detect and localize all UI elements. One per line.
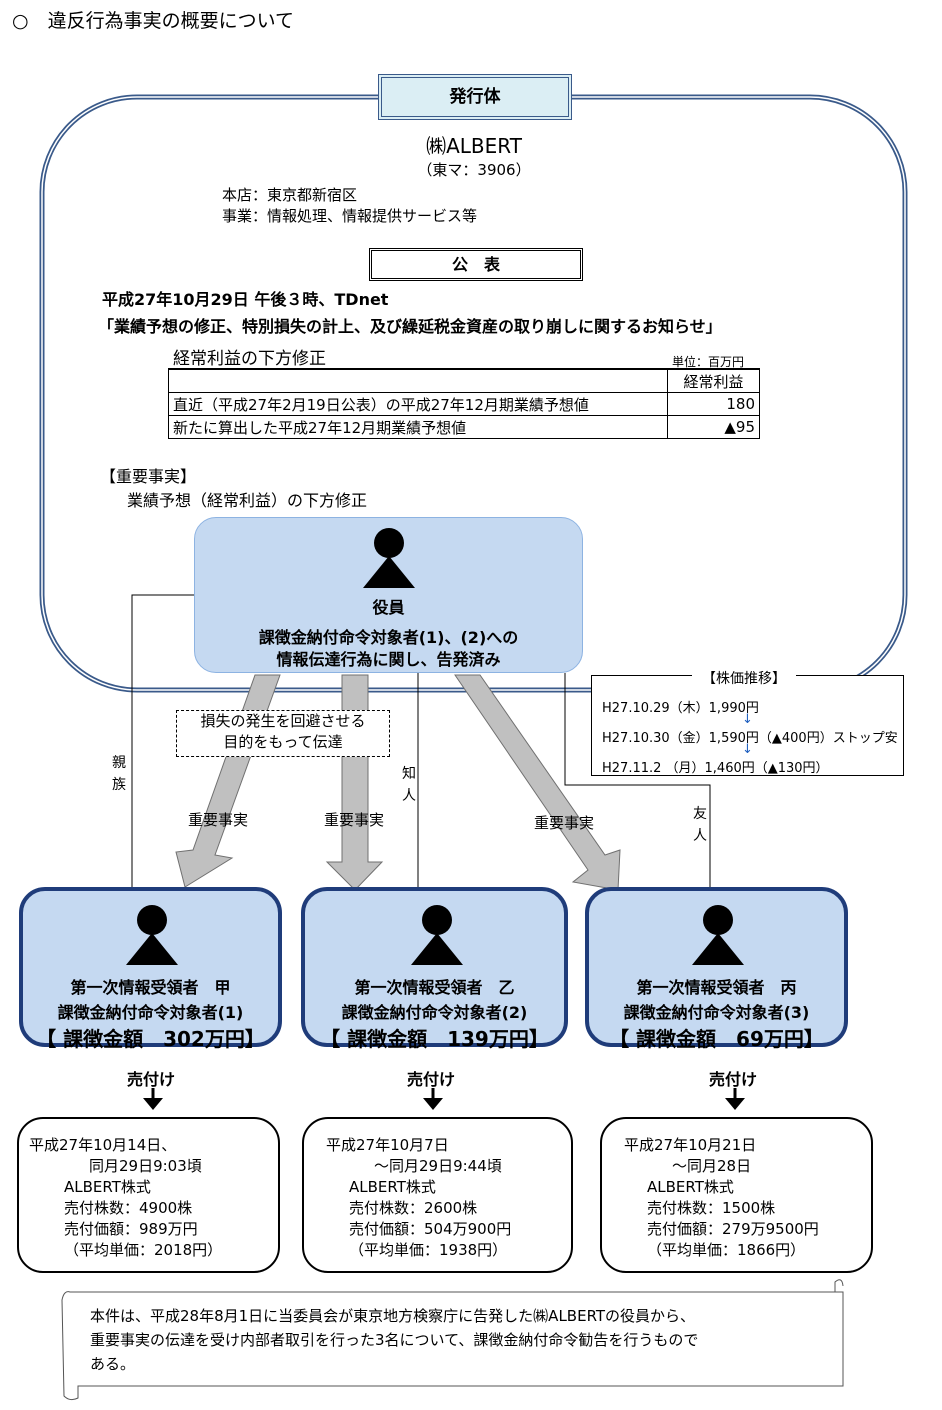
sale-date: 平成27年10月14日、 (29, 1136, 177, 1154)
officer-box: 役員 課徴金納付命令対象者(1)、(2)への 情報伝達行為に関し、告発済み (194, 517, 583, 673)
sale-avg-price: （平均単価：2018円） (64, 1241, 223, 1259)
sale-stock: ALBERT株式 (647, 1178, 734, 1196)
sale-amount: 売付価額：989万円 (64, 1220, 198, 1238)
sale-amount: 売付価額：504万900円 (349, 1220, 512, 1238)
important-fact-heading: 【重要事実】 (100, 467, 197, 486)
sale-shares: 売付株数：1500株 (647, 1199, 776, 1217)
row-value: 180 (667, 392, 760, 416)
row-label: 新たに算出した平成27年12月期業績予想値 (168, 415, 668, 439)
purpose-line-1: 損失の発生を回避させる (200, 712, 366, 730)
column-header: 経常利益 (667, 368, 760, 393)
announcement-datetime: 平成27年10月29日 午後３時、TDnet (102, 290, 389, 309)
sale-shares: 売付株数：4900株 (64, 1199, 193, 1217)
receiver-otsu: 第一次情報受領者 乙 課徴金納付命令対象者(2) 【 課徴金額 139万円】 (301, 887, 568, 1051)
table-row: 新たに算出した平成27年12月期業績予想値▲95 (168, 415, 760, 439)
table-title: 経常利益の下方修正 (173, 349, 326, 369)
arrow-to-hei (454, 674, 621, 891)
person-icon (363, 528, 415, 588)
friend-label: 友人 (693, 806, 707, 844)
sale-box-ko: 平成27年10月14日、 同月29日9:03頃 ALBERT株式 売付株数：49… (17, 1117, 280, 1273)
sale-stock: ALBERT株式 (64, 1178, 151, 1196)
person-icon (692, 905, 744, 965)
fact-label-otsu: 重要事実 (324, 811, 385, 829)
issuer-label: 発行体 (378, 74, 572, 120)
price-row: H27.11.2 （月）1,460円（▲130円） (602, 761, 829, 776)
stock-price-heading: 【株価推移】 (692, 668, 796, 688)
note-scroll (61, 1279, 844, 1401)
person-icon (126, 905, 178, 965)
sale-date-end: 同月29日9:03頃 (59, 1157, 202, 1175)
stock-code: （東マ：3906） (417, 161, 531, 179)
receiver-hei: 第一次情報受領者 丙 課徴金納付命令対象者(3) 【 課徴金額 69万円】 (585, 887, 848, 1051)
sale-avg-price: （平均単価：1938円） (349, 1241, 508, 1259)
sale-date-end: ～同月28日 (642, 1157, 752, 1175)
down-arrow-icon: ↓ (742, 712, 753, 727)
receiver-title: 第一次情報受領者 丙 (636, 978, 797, 997)
announcement-label: 公 表 (369, 248, 583, 281)
note-line: ある。 (90, 1355, 136, 1373)
purpose-line-2: 目的をもって伝達 (223, 733, 343, 751)
note-line: 本件は、平成28年8月1日に当委員会が東京地方検察庁に告発した㈱ALBERTの役… (90, 1307, 696, 1325)
note-line: 重要事実の伝達を受け内部者取引を行った3名について、課徴金納付命令勧告を行うもの… (90, 1331, 699, 1349)
receiver-target: 課徴金納付命令対象者(1) (57, 1003, 244, 1022)
stock-price-box: 【株価推移】 H27.10.29（木）1,990円 ↓ H27.10.30（金）… (591, 668, 904, 776)
price-row: H27.10.30（金）1,590円（▲400円）ストップ安 (602, 731, 898, 746)
officer-desc-2: 情報伝達行為に関し、告発済み (276, 650, 501, 669)
row-value: ▲95 (667, 415, 760, 439)
relative-label: 親族 (112, 755, 126, 793)
sale-box-hei: 平成27年10月21日 ～同月28日 ALBERT株式 売付株数：1500株 売… (600, 1117, 873, 1273)
sell-label: 売付け (709, 1070, 758, 1089)
arrow-to-ko (175, 674, 281, 888)
sell-label: 売付け (127, 1070, 176, 1089)
note-text: 本件は、平成28年8月1日に当委員会が東京地方検察庁に告発した㈱ALBERTの役… (90, 1304, 698, 1376)
down-arrow-icon: ↓ (742, 742, 753, 757)
sale-shares: 売付株数：2600株 (349, 1199, 478, 1217)
receiver-fine: 【 課徴金額 69万円】 (609, 1027, 824, 1051)
important-fact-text: 業績予想（経常利益）の下方修正 (127, 491, 368, 510)
officer-desc-1: 課徴金納付命令対象者(1)、(2)への (258, 628, 519, 647)
sale-amount: 売付価額：279万9500円 (647, 1220, 819, 1238)
receiver-fine: 【 課徴金額 139万円】 (320, 1027, 549, 1051)
purpose-box: 損失の発生を回避させる 目的をもって伝達 (176, 710, 390, 757)
announcement-title: 「業績予想の修正、特別損失の計上、及び繰延税金資産の取り崩しに関するお知らせ」 (98, 317, 722, 336)
company-name: ㈱ALBERT (426, 134, 522, 158)
friend-line (564, 673, 711, 887)
sale-date: 平成27年10月7日 (326, 1136, 449, 1154)
sale-date: 平成27年10月21日 (624, 1136, 757, 1154)
unit-label: 単位：百万円 (672, 355, 745, 369)
sale-box-otsu: 平成27年10月7日 ～同月29日9:44頃 ALBERT株式 売付株数：260… (302, 1117, 573, 1273)
officer-title: 役員 (372, 598, 405, 617)
headquarters: 本店：東京都新宿区 (222, 186, 358, 204)
sale-stock: ALBERT株式 (349, 1178, 436, 1196)
receiver-title: 第一次情報受領者 乙 (354, 978, 515, 997)
row-label: 直近（平成27年2月19日公表）の平成27年12月期業績予想値 (168, 392, 668, 416)
receiver-ko: 第一次情報受領者 甲 課徴金納付命令対象者(1) 【 課徴金額 302万円】 (19, 887, 282, 1051)
person-icon (411, 905, 463, 965)
fact-label-hei: 重要事実 (534, 814, 595, 832)
receiver-title: 第一次情報受領者 甲 (70, 978, 231, 997)
arrow-to-otsu (325, 674, 384, 891)
sale-date-end: ～同月29日9:44頃 (344, 1157, 502, 1175)
relative-line (131, 594, 194, 887)
sell-label: 売付け (407, 1070, 456, 1089)
fact-label-ko: 重要事実 (188, 811, 249, 829)
receiver-fine: 【 課徴金額 302万円】 (36, 1027, 265, 1051)
sale-avg-price: （平均単価：1866円） (647, 1241, 806, 1259)
price-row: H27.10.29（木）1,990円 (602, 701, 759, 716)
business: 事業：情報処理、情報提供サービス等 (222, 207, 478, 225)
page-title: ○ 違反行為事実の概要について (12, 10, 295, 32)
sell-arrows (143, 1088, 745, 1110)
acquaintance-label: 知人 (402, 766, 416, 804)
receiver-target: 課徴金納付命令対象者(3) (623, 1003, 810, 1022)
receiver-target: 課徴金納付命令対象者(2) (341, 1003, 528, 1022)
